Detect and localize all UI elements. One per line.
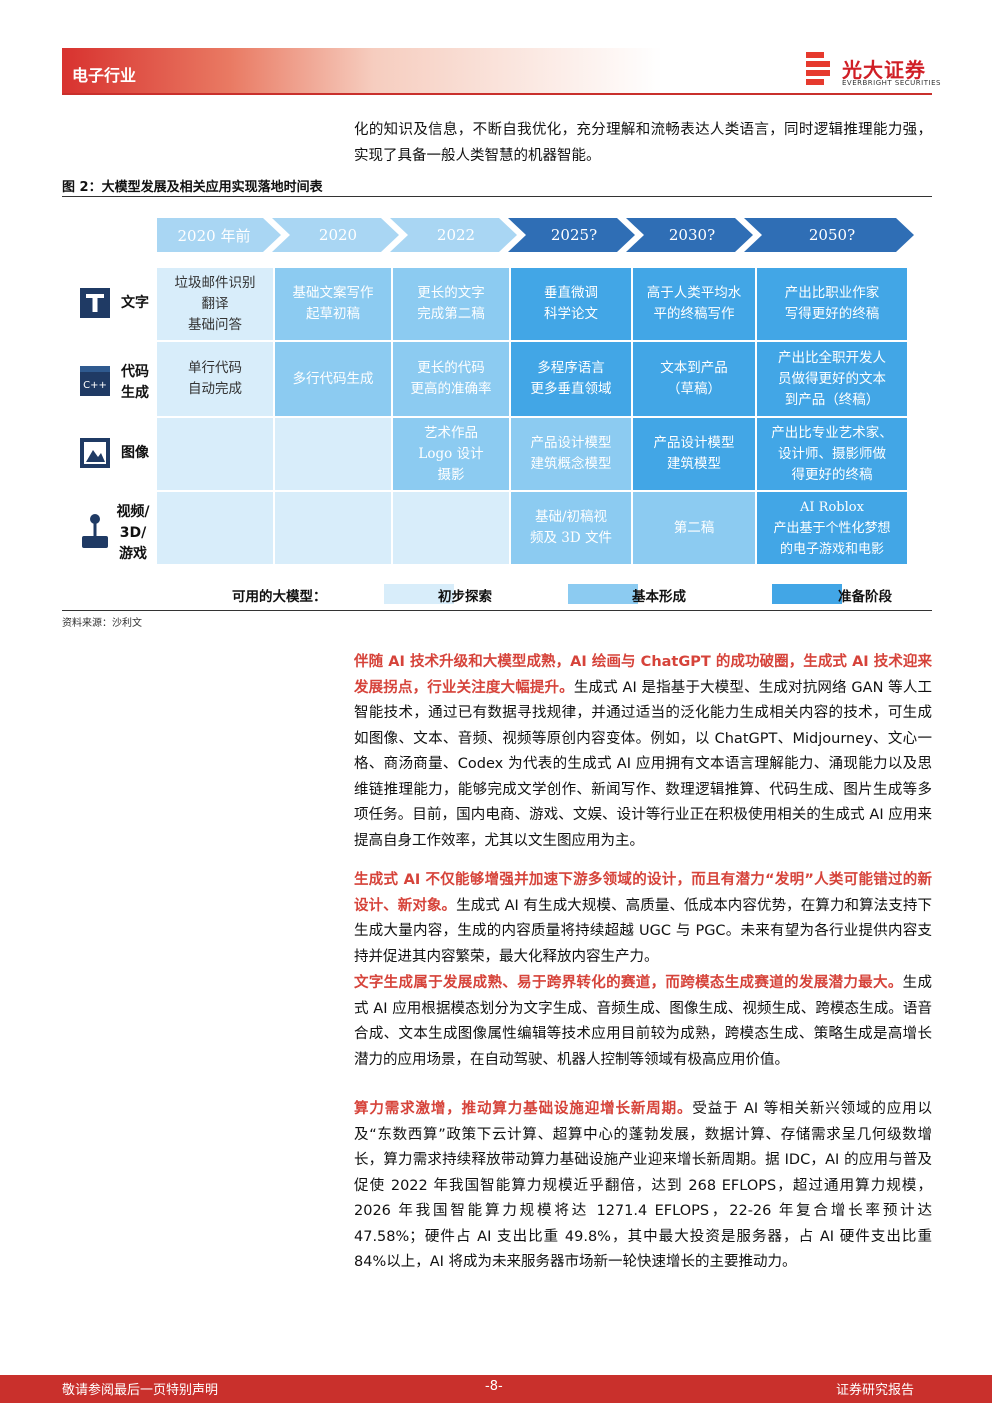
paragraph-3: 文字生成属于发展成熟、易于跨界转化的赛道，而跨模态生成赛道的发展潜力最大。生成式… [354,971,932,1073]
paragraph-2: 生成式 AI 不仅能够增强并加速下游多领域的设计，而且有潜力“发明”人类可能错过… [354,868,932,970]
brand-name: 光大证券 [842,58,926,82]
timeline-arrow-5 [744,218,914,252]
cell-text-0: 垃圾邮件识别 翻译 基础问答 [157,268,273,340]
row-label-video: 视频/ 3D/ 游戏 [116,504,150,562]
paragraph-2-highlight: 生成式 AI 不仅能够增强并加速下游多领域的设计，而且有潜力“发明”人类可能错过… [354,872,932,914]
paragraph-1-body: 生成式 AI 是指基于大模型、生成对抗网络 GAN 等人工智能技术，通过已有数据… [354,679,932,849]
cell-image-3: 产品设计模型 建筑概念模型 [511,418,631,490]
row-label-text: 文字 [121,295,149,311]
legend-label-explore: 初步探索 [438,589,492,605]
cell-video-4: 第二稿 [633,492,755,564]
figure-caption: 图 2：大模型发展及相关应用实现落地时间表 [62,180,323,195]
legend-label-ready: 准备阶段 [838,589,892,605]
cell-code-0: 单行代码 自动完成 [157,342,273,416]
cell-text-5: 产出比职业作家 写得更好的终稿 [757,268,907,340]
cell-video-5: AI Roblox 产出基于个性化梦想 的电子游戏和电影 [757,492,907,564]
timeline-arrow-2 [390,218,517,252]
timeline-label-3: 2025? [550,226,598,244]
legend-title: 可用的大模型： [232,589,327,605]
cell-video-3: 基础/初稿视 频及 3D 文件 [511,492,631,564]
timeline-label-5: 2050? [808,226,856,244]
legend-label-formed: 基本形成 [632,589,686,605]
page-number: -8- [485,1379,503,1394]
code-icon: C++ [80,366,110,396]
timeline-arrow-1 [272,218,399,252]
paragraph-3-body: 生成式 AI 应用根据模态划分为文字生成、音频生成、图像生成、视频生成、跨模态生… [354,975,933,1068]
figure-top-rule [62,196,932,197]
timeline-label-2: 2022 [436,226,476,244]
joystick-icon [82,514,108,548]
everbright-logo-icon [806,52,830,85]
header-band [62,48,662,94]
paragraph-1-highlight: 伴随 AI 技术升级和大模型成熟，AI 绘画与 ChatGPT 的成功破圈，生成… [354,654,932,696]
cell-code-4: 文本到产品 （草稿） [633,342,755,416]
footer-bar [0,1375,992,1403]
paragraph-2-body: 生成式 AI 有生成大规模、高质量、低成本内容优势，在算力和算法支持下生成大量内… [354,897,933,965]
intro-paragraph: 化的知识及信息，不断自我优化，充分理解和流畅表达人类语言，同时逻辑推理能力强，实… [354,122,932,164]
paragraph-4-highlight: 算力需求激增，推动算力基础设施迎增长新周期。 [354,1101,693,1117]
footer-report-type: 证券研究报告 [836,1383,915,1398]
cell-text-2: 更长的文字 完成第二稿 [393,268,509,340]
brand-subtitle: EVERBRIGHT SECURITIES [842,79,941,87]
cell-image-5: 产出比专业艺术家、 设计师、摄影师做 得更好的终稿 [757,418,907,490]
legend-swatch-ready [772,584,842,604]
header-divider [62,93,932,95]
timeline-arrow-0 [157,218,281,252]
cell-video-1 [275,492,391,564]
cell-image-1 [275,418,391,490]
cell-code-1: 多行代码生成 [275,342,391,416]
figure-bottom-rule [62,610,932,611]
cell-image-0 [157,418,273,490]
timeline-arrow-4 [626,218,753,252]
row-label-image: 图像 [121,445,149,461]
svg-text:C++: C++ [83,380,107,391]
timeline-label-1: 2020 [318,226,358,244]
paragraph-4: 算力需求激增，推动算力基础设施迎增长新周期。受益于 AI 等相关新兴领域的应用以… [354,1097,932,1276]
footer-disclaimer: 敬请参阅最后一页特别声明 [62,1383,219,1398]
paragraph-4-body: 受益于 AI 等相关新兴领域的应用以及“东数西算”政策下云计算、超算中心的蓬勃发… [354,1101,932,1270]
legend-swatch-formed [568,584,638,604]
legend-swatch-explore [384,584,454,604]
cell-image-2: 艺术作品 Logo 设计 摄影 [393,418,509,490]
cell-video-2 [393,492,509,564]
section-title: 电子行业 [72,66,137,85]
timeline-arrows [157,218,914,252]
timeline-label-4: 2030? [668,226,716,244]
cell-video-0 [157,492,273,564]
cell-code-3: 多程序语言 更多垂直领域 [511,342,631,416]
cell-code-2: 更长的代码 更高的准确率 [393,342,509,416]
image-icon [80,438,110,468]
row-label-code: 代码 生成 [121,364,149,401]
cell-code-5: 产出比全职开发人 员做得更好的文本 到产品（终稿） [757,342,907,416]
timeline-arrow-3 [508,218,635,252]
text-t-icon [80,288,110,318]
cell-text-4: 高于人类平均水 平的终稿写作 [633,268,755,340]
cell-text-3: 垂直微调 科学论文 [511,268,631,340]
cell-image-4: 产品设计模型 建筑模型 [633,418,755,490]
cell-text-1: 基础文案写作 起草初稿 [275,268,391,340]
timeline-label-0: 2020 年前 [177,226,251,245]
paragraph-1: 伴随 AI 技术升级和大模型成熟，AI 绘画与 ChatGPT 的成功破圈，生成… [354,650,932,854]
figure-source: 资料来源：沙利文 [62,618,142,629]
paragraph-3-highlight: 文字生成属于发展成熟、易于跨界转化的赛道，而跨模态生成赛道的发展潜力最大。 [354,975,903,991]
